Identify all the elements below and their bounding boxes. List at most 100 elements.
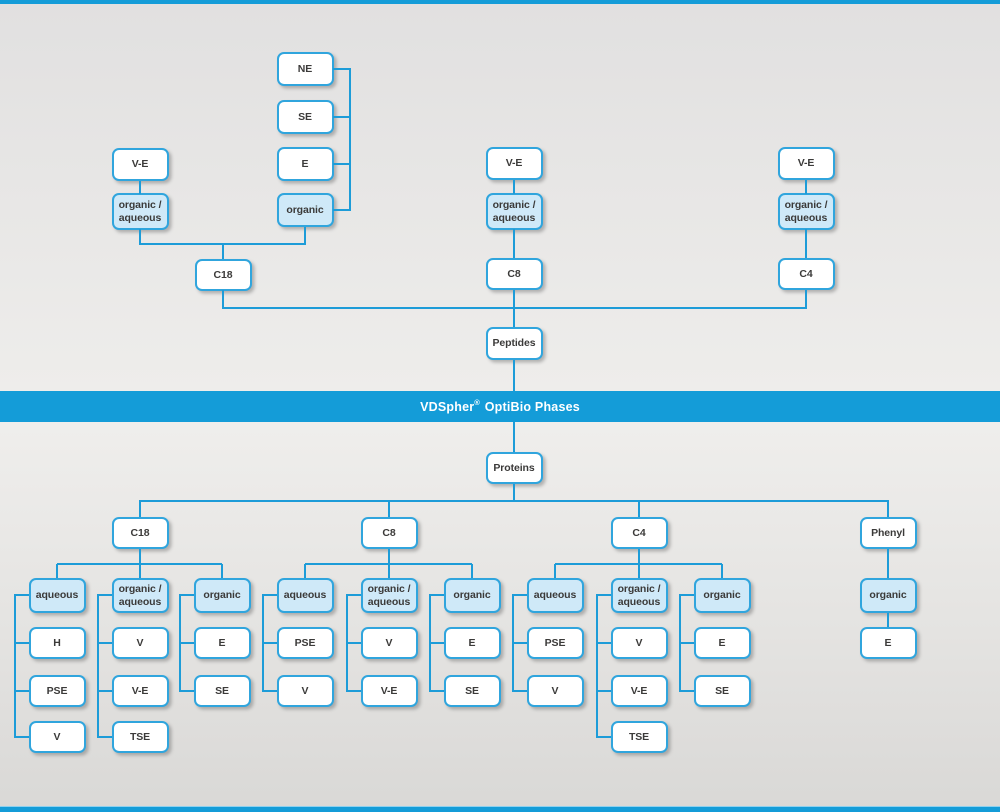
node-organic-aqueous: organic / aqueous	[610, 578, 668, 613]
node-c8: C8	[360, 517, 418, 549]
connector-line	[805, 229, 807, 258]
connector-line	[333, 163, 351, 165]
node-organic: organic	[276, 193, 334, 227]
node-v-e: V-E	[610, 675, 668, 707]
connector-line	[56, 564, 58, 578]
connector-line	[805, 290, 807, 309]
connector-line	[333, 209, 351, 211]
connector-line	[388, 564, 390, 578]
connector-line	[513, 290, 515, 327]
connector-line	[15, 642, 29, 644]
connector-line	[263, 642, 277, 644]
connector-line	[98, 690, 112, 692]
node-ne: NE	[276, 52, 334, 86]
node-phenyl: Phenyl	[859, 517, 917, 549]
connector-line	[513, 690, 527, 692]
node-e: E	[193, 627, 251, 659]
connector-line	[596, 594, 598, 738]
connector-line	[430, 690, 444, 692]
connector-line	[139, 500, 889, 502]
connector-line	[263, 594, 277, 596]
connector-line	[887, 501, 889, 517]
node-v: V	[28, 721, 86, 753]
connector-line	[680, 594, 694, 596]
node-h: H	[28, 627, 86, 659]
connector-line	[98, 642, 112, 644]
node-c18: C18	[194, 259, 252, 291]
node-e: E	[693, 627, 751, 659]
connector-line	[554, 564, 556, 578]
connector-line	[333, 116, 351, 118]
top-border-bar	[0, 0, 1000, 4]
node-organic-aqueous: organic / aqueous	[111, 578, 169, 613]
node-aqueous: aqueous	[526, 578, 584, 613]
node-v-e: V-E	[777, 147, 835, 180]
connector-line	[513, 180, 515, 194]
node-v: V	[526, 675, 584, 707]
connector-line	[680, 642, 694, 644]
connector-line	[304, 564, 306, 578]
connector-line	[14, 594, 16, 738]
connector-line	[430, 642, 444, 644]
connector-line	[15, 690, 29, 692]
node-organic: organic	[693, 578, 751, 613]
connector-line	[349, 69, 351, 211]
connector-line	[180, 594, 194, 596]
node-v: V	[610, 627, 668, 659]
connector-line	[721, 564, 723, 578]
node-v-e: V-E	[111, 675, 169, 707]
connector-line	[139, 501, 141, 517]
node-e: E	[859, 627, 917, 659]
node-organic-aqueous: organic / aqueous	[485, 193, 543, 230]
connector-line	[304, 227, 306, 245]
node-pse: PSE	[526, 627, 584, 659]
connector-line	[887, 549, 889, 578]
connector-line	[513, 642, 527, 644]
connector-line	[15, 736, 29, 738]
connector-line	[513, 360, 515, 391]
node-e: E	[443, 627, 501, 659]
node-v-e: V-E	[111, 148, 169, 181]
connector-line	[222, 244, 224, 259]
node-peptides: Peptides	[485, 327, 543, 360]
node-se: SE	[443, 675, 501, 707]
connector-line	[347, 642, 361, 644]
node-c4: C4	[610, 517, 668, 549]
connector-line	[597, 690, 611, 692]
node-se: SE	[276, 100, 334, 134]
connector-line	[513, 484, 515, 502]
connector-line	[388, 501, 390, 517]
connector-line	[139, 181, 141, 194]
node-pse: PSE	[276, 627, 334, 659]
node-proteins: Proteins	[485, 452, 543, 484]
connector-line	[333, 68, 351, 70]
node-v-e: V-E	[360, 675, 418, 707]
connector-line	[680, 690, 694, 692]
node-v: V	[111, 627, 169, 659]
connector-line	[347, 594, 361, 596]
bottom-border-bar	[0, 806, 1000, 812]
connector-line	[139, 564, 141, 578]
connector-line	[139, 229, 141, 245]
node-tse: TSE	[111, 721, 169, 753]
node-organic-aqueous: organic / aqueous	[111, 193, 169, 230]
node-c4: C4	[777, 258, 835, 290]
connector-line	[139, 549, 141, 565]
connector-line	[513, 594, 527, 596]
connector-line	[222, 290, 224, 309]
connector-line	[597, 736, 611, 738]
node-v: V	[360, 627, 418, 659]
node-organic: organic	[193, 578, 251, 613]
connector-line	[638, 549, 640, 565]
connector-line	[98, 736, 112, 738]
connector-line	[97, 594, 99, 738]
node-se: SE	[693, 675, 751, 707]
node-aqueous: aqueous	[276, 578, 334, 613]
node-c8: C8	[485, 258, 543, 290]
connector-line	[638, 564, 640, 578]
connector-line	[597, 642, 611, 644]
connector-line	[805, 180, 807, 194]
node-se: SE	[193, 675, 251, 707]
connector-line	[221, 564, 223, 578]
